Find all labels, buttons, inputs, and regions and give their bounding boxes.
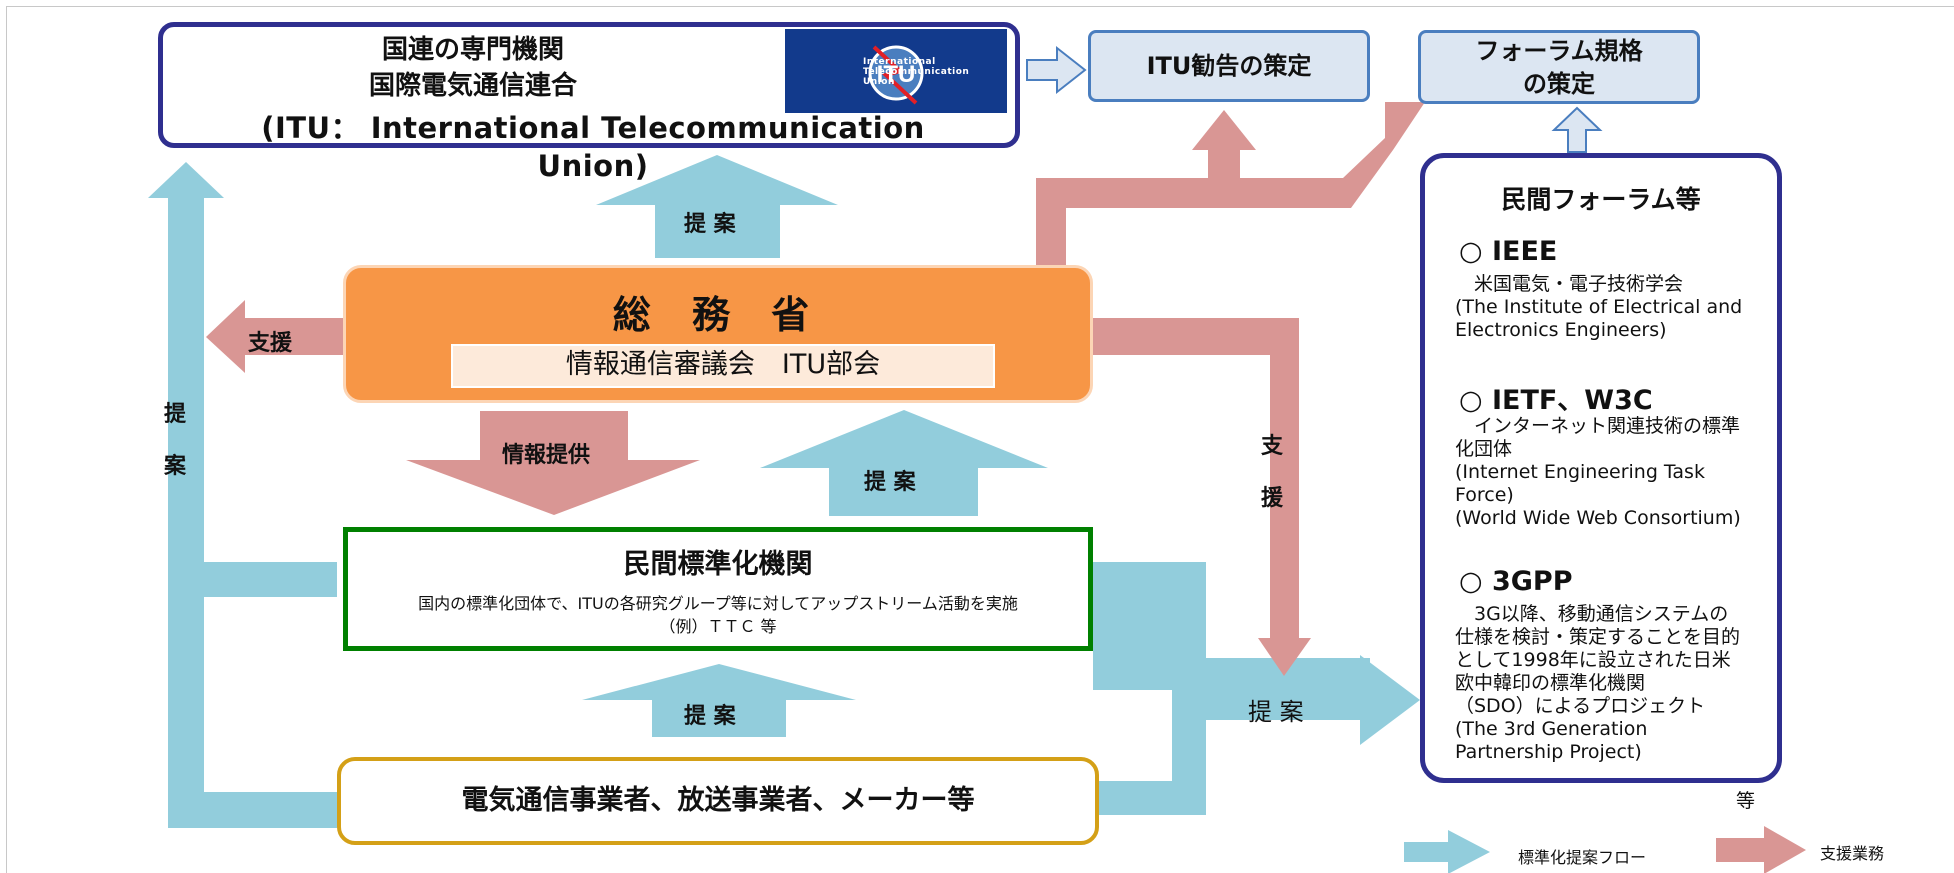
forum-ietf-line: (World Wide Web Consortium) [1455,507,1741,529]
label-proposal-sdo-to-mic: 提 案 [864,470,916,495]
itu-logo-word-3: Union [863,77,895,87]
legend-proposal-arrow-icon [1404,830,1490,873]
itu-line-un-agency: 国連の専門機関 [381,35,564,65]
forum-ieee-line: 米国電気・電子技術学会 [1455,273,1684,295]
support-arrow-info-provision [480,411,628,460]
label-proposal-ops-to-sdo: 提 案 [684,704,736,729]
support-arrow-mic-left-head [206,300,245,373]
itu-line-itu-japanese: 国際電気通信連合 [368,71,577,101]
label-proposal-vertical-2: 案 [164,454,187,479]
forum-3gpp-line: （SDO）によるプロジェクト [1455,695,1706,717]
proposal-arrow-sdo-to-mic [829,468,978,516]
support-arrow-to-itu-rec [1208,150,1240,178]
proposal-arrow-ops-to-sdo [652,700,786,737]
forum-ietf-line: Force) [1455,484,1514,506]
proposal-arrow-mic-to-itu-head [596,155,838,205]
mic-ministry-box: 総 務 省 情報通信審議会 ITU部会 [343,265,1093,403]
label-proposal-to-forums: 提 案 [1248,698,1304,726]
itu-logo: ITU International Telecommunication Unio… [785,29,1007,113]
forum-standard-box: フォーラム規格 の策定 [1418,30,1700,104]
support-arrow-mic-left [245,318,343,355]
private-sdo-title: 民間標準化機関 [623,549,813,580]
forum-3gpp-line: (The 3rd Generation [1455,718,1648,740]
support-arrow-to-itu-rec-head [1192,110,1256,150]
itu-logo-emblem: ITU [868,45,924,105]
forums-etc: 等 [1735,790,1755,812]
forum-ietf-line: (Internet Engineering Task [1455,461,1705,483]
support-flow-right-path [1093,318,1299,638]
support-arrow-info-provision-head [406,460,700,515]
forum-3gpp-line: として1998年に設立された日米 [1455,649,1731,671]
mic-council-subtitle: 情報通信審議会 ITU部会 [451,344,995,388]
label-proposal-vertical-1: 提 [164,402,187,427]
frame-left-border [6,6,7,873]
private-sdo-box: 民間標準化機関 国内の標準化団体で、ITUの各研究グループ等に対してアップストリ… [343,527,1093,651]
private-forums-box: 民間フォーラム等 ○ IEEE 米国電気・電子技術学会 (The Institu… [1420,153,1782,812]
operators-box: 電気通信事業者、放送事業者、メーカー等 [337,757,1099,845]
forum-ietf-line: 化団体 [1455,438,1513,460]
label-support-vertical-2: 援 [1261,486,1284,511]
proposal-arrow-sdo-to-mic-head [760,410,1048,468]
support-flow-upper-path [1036,102,1425,265]
proposal-flow-right-path [1093,562,1370,815]
forum-3gpp-heading: ○ 3GPP [1459,566,1573,597]
itu-line-itu-english: (ITU： International Telecommunication Un… [261,111,925,183]
private-sdo-desc-line-2: （例）ＴＴＣ 等 [659,617,777,636]
forum-ieee-line: (The Institute of Electrical and [1455,296,1743,318]
frame-top-border [6,6,1954,7]
forum-ieee-desc: 米国電気・電子技術学会 (The Institute of Electrical… [1455,273,1742,342]
proposal-arrow-mic-to-itu [655,205,780,258]
private-forums-title: 民間フォーラム等 [1501,185,1701,214]
label-proposal-mic-to-itu: 提 案 [684,212,736,237]
proposal-flow-left-head [148,162,224,198]
forum-standard-line-1: フォーラム規格 [1475,37,1643,65]
forum-3gpp-desc: 3G以降、移動通信システムの 仕様を検討・策定することを目的 として1998年に… [1455,603,1740,764]
forum-3gpp-line: 3G以降、移動通信システムの [1455,603,1729,625]
itu-recommendation-box: ITU勧告の策定 [1088,30,1370,102]
itu-logo-word-1: International [863,57,936,67]
itu-logo-wordmark: International Telecommunication Union [863,57,969,87]
forum-3gpp-line: Partnership Project) [1455,741,1642,763]
legend-proposal-flow-label: 標準化提案フロー [1518,848,1647,867]
mic-title: 総 務 省 [612,293,824,337]
label-support-vertical-1: 支 [1261,434,1284,459]
proposal-flow-left-path [168,198,337,828]
forum-to-standard-arrow [1551,106,1603,153]
forum-ietf-w3c-heading: ○ IETF、W3C [1459,385,1653,416]
itu-organization-box: 国連の専門機関 国際電気通信連合 (ITU： International Tel… [158,22,1020,183]
forum-ieee-heading: ○ IEEE [1459,236,1558,267]
proposal-flow-right-head [1360,655,1420,745]
proposal-arrow-ops-to-sdo-head [582,664,856,700]
forum-ietf-line: インターネット関連技術の標準 [1455,415,1741,437]
legend-support-arrow-icon [1716,826,1806,873]
support-flow-right-head [1258,638,1311,676]
private-sdo-desc-line-1: 国内の標準化団体で、ITUの各研究グループ等に対してアップストリーム活動を実施 [418,594,1018,613]
forum-3gpp-line: 仕様を検討・策定することを目的 [1455,626,1741,648]
label-support-left: 支援 [248,331,293,356]
itu-logo-word-2: Telecommunication [863,67,970,77]
forum-ietf-w3c-desc: インターネット関連技術の標準 化団体 (Internet Engineering… [1455,415,1741,530]
private-sdo-description: 国内の標準化団体で、ITUの各研究グループ等に対してアップストリーム活動を実施 … [348,592,1088,638]
itu-logo-mark: ITU [877,61,916,88]
forum-ieee-line: Electronics Engineers) [1455,319,1667,341]
legend-support-work-label: 支援業務 [1820,844,1885,863]
forum-standard-line-2: の策定 [1523,70,1595,98]
itu-to-recommendation-arrow [1026,45,1087,95]
label-info-provision: 情報提供 [502,443,591,468]
forum-3gpp-line: 欧中韓印の標準化機関 [1455,672,1646,694]
